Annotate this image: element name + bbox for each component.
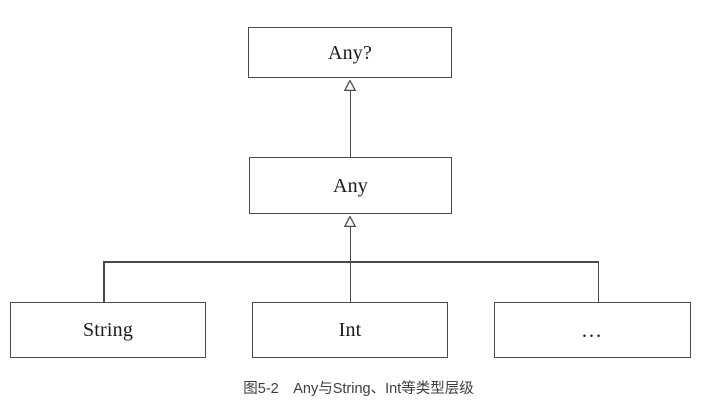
class-box-string[interactable]: String — [10, 302, 206, 358]
class-box-any-optional-label: Any? — [327, 41, 373, 64]
class-box-more-types-label: … — [581, 317, 604, 342]
generalization-arrowhead-any-optional — [343, 78, 357, 92]
edge-bus-to-more — [597, 261, 599, 302]
edge-bus-to-string — [103, 261, 105, 302]
figure-caption: 图5-2 Any与String、Int等类型层级 — [243, 381, 474, 397]
class-box-more-types[interactable]: … — [494, 302, 691, 358]
edge-bus-horizontal — [103, 261, 599, 263]
class-box-any[interactable]: Any — [249, 157, 452, 214]
generalization-arrowhead-any — [343, 214, 357, 228]
edge-any-to-any-optional — [349, 88, 351, 157]
class-box-string-label: String — [82, 319, 134, 341]
class-box-int[interactable]: Int — [252, 302, 448, 358]
class-box-int-label: Int — [338, 319, 362, 341]
edge-bus-to-int — [349, 261, 351, 302]
class-box-any-label: Any — [332, 174, 369, 197]
edge-subclasses-to-any-stem — [349, 224, 351, 262]
class-box-any-optional[interactable]: Any? — [248, 27, 452, 78]
